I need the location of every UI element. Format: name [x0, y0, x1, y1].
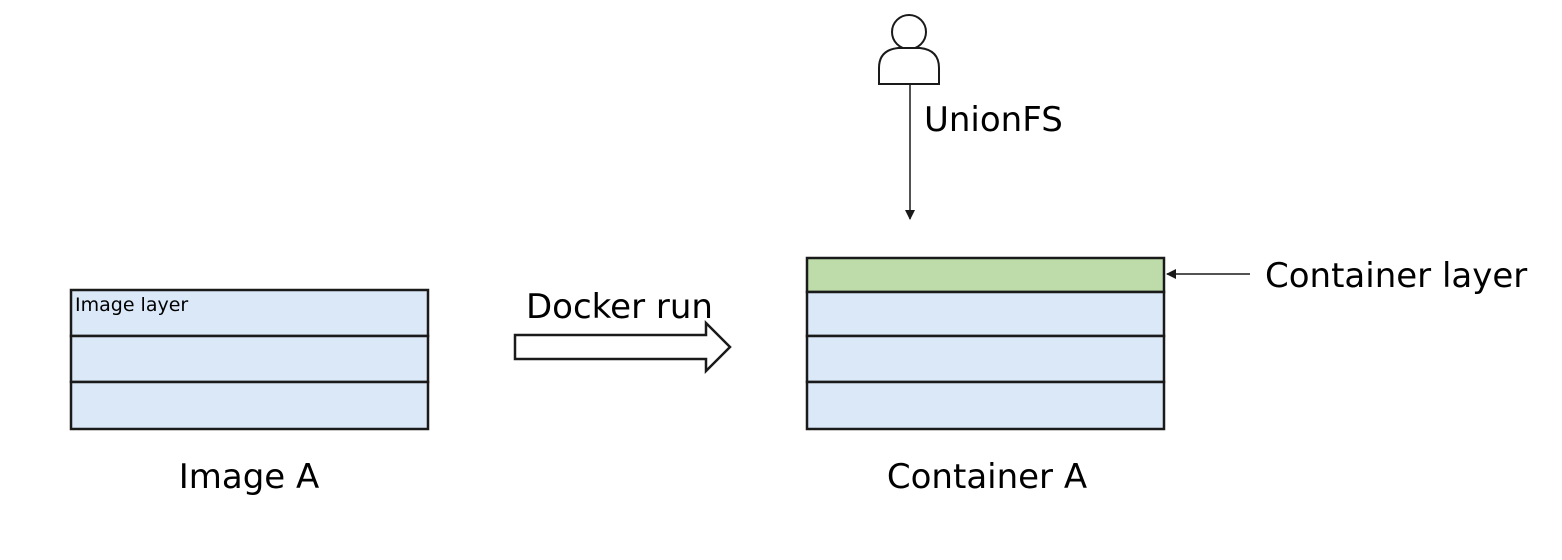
container-image-layer-2	[805, 334, 1166, 384]
docker-run-arrow	[513, 319, 732, 375]
container-a-stack	[805, 256, 1166, 431]
container-image-layer-3	[805, 380, 1166, 431]
container-image-layer-1	[805, 290, 1166, 338]
user-icon	[878, 14, 940, 85]
docker-run-label: Docker run	[526, 287, 713, 327]
image-a-label: Image A	[179, 457, 320, 497]
image-layer-bottom	[69, 380, 430, 431]
container-a-label: Container A	[887, 457, 1087, 497]
image-a-stack: Image layer	[69, 288, 430, 431]
image-layer-top	[69, 288, 430, 338]
unionfs-label: UnionFS	[924, 100, 1063, 140]
block-arrow-right-icon	[513, 319, 732, 375]
image-layer-middle	[69, 334, 430, 384]
container-layer	[805, 256, 1166, 294]
container-layer-label: Container layer	[1265, 256, 1527, 296]
image-layer-label: Image layer	[75, 294, 188, 316]
